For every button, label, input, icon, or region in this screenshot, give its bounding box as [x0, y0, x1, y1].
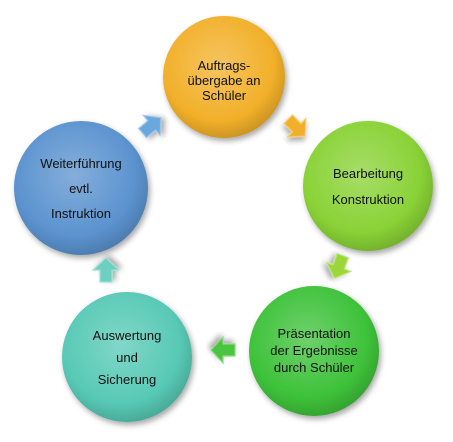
- nodes-layer: [14, 16, 433, 422]
- node-weiterfuehrung-circle: [14, 121, 148, 255]
- node-praesentation-line-1: Präsentation: [277, 325, 351, 341]
- node-weiterfuehrung-line-3: Instruktion: [51, 205, 111, 221]
- node-auftrag-line-2: übergabe an: [187, 72, 261, 88]
- node-weiterfuehrung-text: Weiterführung evtl. Instruktion: [22, 148, 140, 228]
- node-auswertung-line-2: und: [116, 350, 138, 365]
- node-weiterfuehrung-line-2: evtl.: [69, 180, 93, 196]
- node-bearbeitung-text: Bearbeitung Konstruktion: [312, 152, 424, 222]
- arrow-auftrag-to-bearbeitung: [283, 114, 307, 138]
- node-auftrag-line-3: Schüler: [201, 87, 247, 103]
- node-auftrag-circle: [163, 16, 285, 138]
- arrows-layer: [91, 114, 353, 365]
- arrow-shape: [137, 114, 162, 139]
- node-auswertung-line-1: Auswertung: [92, 328, 162, 343]
- arrow-shape: [91, 257, 121, 283]
- arrow-shape: [325, 252, 353, 279]
- node-praesentation-line-3: durch Schüler: [273, 359, 355, 375]
- arrow-praesentation-to-auswertung: [210, 335, 236, 365]
- node-praesentation-circle: [249, 286, 379, 416]
- node-praesentation-line-2: der Ergebnisse: [270, 342, 358, 358]
- node-praesentation-text: Präsentation der Ergebnisse durch Schüle…: [254, 318, 374, 382]
- node-auftrag-line-1: Auftrags-: [197, 57, 251, 73]
- arrow-bearbeitung-to-praesentation: [325, 252, 353, 279]
- node-auswertung-text: Auswertung und Sicherung: [72, 320, 182, 396]
- arrow-auswertung-to-weiterfuehrung: [91, 257, 121, 283]
- arrow-shape: [283, 114, 307, 138]
- node-bearbeitung-line-2: Konstruktion: [331, 192, 405, 207]
- node-auswertung-circle: [62, 292, 192, 422]
- arrow-shape: [210, 335, 236, 365]
- node-auftrag-text: Auftrags- übergabe an Schüler: [170, 40, 278, 120]
- node-auswertung-line-3: Sicherung: [97, 372, 157, 387]
- node-weiterfuehrung-line-1: Weiterführung: [40, 155, 122, 171]
- node-bearbeitung-line-1: Bearbeitung: [332, 166, 404, 181]
- node-bearbeitung-circle: [303, 121, 433, 251]
- arrow-weiterfuehrung-to-auftrag: [137, 114, 162, 139]
